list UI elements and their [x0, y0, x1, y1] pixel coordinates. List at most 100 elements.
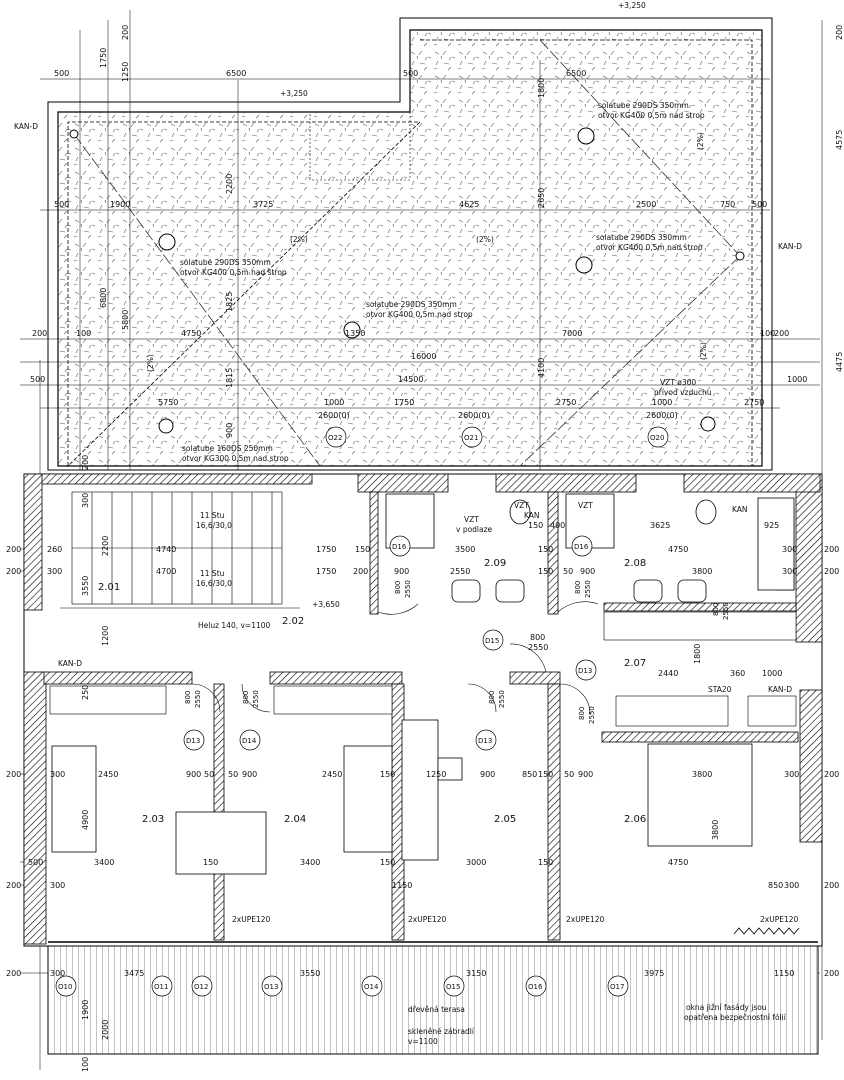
dimension-text: 1000	[652, 398, 672, 407]
vzt-duct-icon	[700, 416, 716, 432]
window-tag: O10	[58, 983, 72, 991]
solatube-note: solatube 290DS 350mm	[598, 101, 689, 110]
door-tag: D14	[242, 737, 257, 745]
dimension-text: 360	[730, 669, 745, 678]
dimension-text: 500	[28, 858, 43, 867]
dimension-text: 400	[550, 521, 565, 530]
roof-outline	[47, 17, 773, 471]
level-mark: +3,250	[280, 89, 308, 98]
window-tag: O15	[446, 983, 460, 991]
dimension-text: 3550	[300, 969, 320, 978]
dimension-text: 300	[784, 770, 799, 779]
room-number: 2.02	[282, 616, 304, 627]
tag-circles	[55, 426, 669, 997]
dimension-text: 500	[30, 375, 45, 384]
dimension-text: 3800	[692, 567, 712, 576]
roof-drain-icon	[735, 251, 745, 261]
room-number: 2.08	[624, 558, 646, 569]
staircase	[60, 491, 300, 609]
solatube-note: otvor KG300 0,5m nad strop	[182, 454, 289, 463]
solatube-icon	[343, 321, 361, 339]
level-mark: +3,250	[618, 1, 646, 10]
kan-d-label: KAN-D	[768, 685, 792, 694]
window-tag: O22	[328, 434, 342, 442]
sanitary	[385, 493, 795, 603]
slope-label: (2%)	[699, 342, 708, 360]
door-dim: 2550	[584, 580, 592, 598]
door-dim: 800	[712, 603, 720, 616]
stair-label: 11 Stu	[200, 569, 225, 578]
dimension-text: 50	[563, 567, 573, 576]
kan-label: KAN	[732, 505, 748, 514]
window-tag: O14	[364, 983, 379, 991]
door-swings	[191, 601, 599, 715]
dimension-text: 300	[50, 969, 65, 978]
solatube-note: otvor KG400 0,5m nad strop	[596, 243, 703, 252]
dimension-text: 6500	[226, 69, 246, 78]
dimension-text: 500	[403, 69, 418, 78]
door-tag: D13	[578, 667, 592, 675]
solatube-note: otvor KG400 0,5m nad strop	[598, 111, 705, 120]
window-tag: O21	[464, 434, 478, 442]
dimension-text: 200	[824, 881, 839, 890]
dimension-text: 4740	[156, 545, 176, 554]
dimension-text: 900	[186, 770, 201, 779]
door-tag: D16	[574, 543, 589, 551]
roof-hip-line	[539, 39, 741, 257]
dimension-text: 2600(0)	[318, 411, 350, 420]
roof-hip-line	[519, 255, 741, 467]
dimension-text: 150	[203, 858, 218, 867]
roof-hip-line	[73, 133, 321, 467]
beam-label: 2xUPE120	[760, 915, 799, 924]
dimension-text: 2550	[450, 567, 470, 576]
dimension-text: 3975	[644, 969, 664, 978]
window-tag: O12	[194, 983, 208, 991]
dimension-text: 3550	[81, 576, 90, 596]
sta-label: STA20	[708, 685, 732, 694]
door-dim: 800	[574, 581, 582, 594]
vzt-note: KAN	[524, 511, 540, 520]
dimension-text: 260	[47, 545, 62, 554]
dimension-text: 900	[580, 567, 595, 576]
dimension-text: 2450	[98, 770, 118, 779]
dimension-text: 300	[50, 881, 65, 890]
kan-d-label: KAN-D	[14, 122, 38, 131]
dimension-text: 1900	[81, 1000, 90, 1020]
railing-note: skleněné zábradlí	[408, 1027, 475, 1036]
room-number: 2.09	[484, 558, 506, 569]
dimension-text: 1150	[774, 969, 794, 978]
window-tag: O16	[528, 983, 543, 991]
dimension-text: 2600(0)	[458, 411, 490, 420]
window-tag: O20	[650, 434, 664, 442]
room-number: 2.06	[624, 814, 646, 825]
dimension-text: 900	[242, 770, 257, 779]
solatube-note: solatube 160DS 250mm	[182, 444, 273, 453]
slope-label: (2%)	[146, 354, 155, 372]
roof-parapet-inner	[67, 39, 753, 467]
dimension-text: 3150	[466, 969, 486, 978]
railing-note: v=1100	[408, 1037, 438, 1046]
beam-label: 2xUPE120	[232, 915, 271, 924]
dimension-text: 300	[782, 545, 797, 554]
dimension-text: 1000	[324, 398, 344, 407]
dimension-text: 300	[784, 881, 799, 890]
dimension-text: 150	[528, 521, 543, 530]
dimension-text: 100	[81, 1057, 90, 1072]
dimension-text: 200	[32, 329, 47, 338]
dimension-text: 3400	[300, 858, 320, 867]
dimension-text: 2600(0)	[646, 411, 678, 420]
solatube-icon	[577, 127, 595, 145]
dimension-text: 1750	[316, 545, 336, 554]
door-dim: 2550	[722, 602, 730, 620]
door-dim: 800	[242, 691, 250, 704]
dimension-text: 1800	[537, 78, 546, 98]
room-number: 2.03	[142, 814, 164, 825]
vzt-note: VZT	[464, 515, 479, 524]
dimension-text: 3475	[124, 969, 144, 978]
door-dim: 2550	[404, 580, 412, 598]
room-number: 2.01	[98, 582, 120, 593]
dimension-text: 16000	[411, 352, 436, 361]
dimension-text: 6500	[566, 69, 586, 78]
terrace-label: dřevěná terasa	[408, 1005, 465, 1014]
dimension-text: 4750	[668, 858, 688, 867]
